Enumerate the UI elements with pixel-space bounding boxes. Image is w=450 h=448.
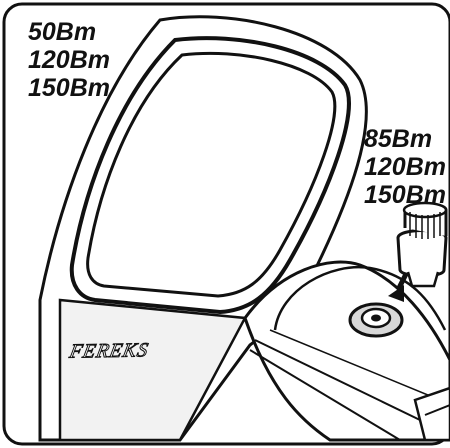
side-bracket-line	[424, 404, 450, 416]
right-label-2: 120Bm	[364, 153, 446, 181]
side-bracket	[413, 386, 450, 442]
pump-dome	[273, 265, 447, 331]
pump-base	[243, 260, 450, 442]
insert-arrow-head	[388, 285, 404, 302]
right-label-1: 85Bm	[364, 125, 433, 153]
right-size-labels: 85Bm 120Bm 150Bm	[364, 125, 446, 209]
base-line-3	[269, 329, 441, 401]
base-line-2	[249, 349, 401, 441]
left-label-2: 120Bm	[28, 46, 110, 74]
nozzle-socket-hole	[371, 314, 381, 322]
base-line-1	[254, 339, 421, 421]
window-inner	[86, 51, 337, 298]
left-label-1: 50Bm	[28, 18, 97, 46]
left-size-labels: 50Bm 120Bm 150Bm	[28, 18, 110, 102]
right-label-3: 150Bm	[364, 181, 446, 209]
nozzle-cartridge	[396, 201, 448, 288]
brand-logo-text: FEREKS	[67, 339, 151, 363]
left-label-3: 150Bm	[28, 74, 110, 102]
housing-skirt	[58, 298, 247, 442]
